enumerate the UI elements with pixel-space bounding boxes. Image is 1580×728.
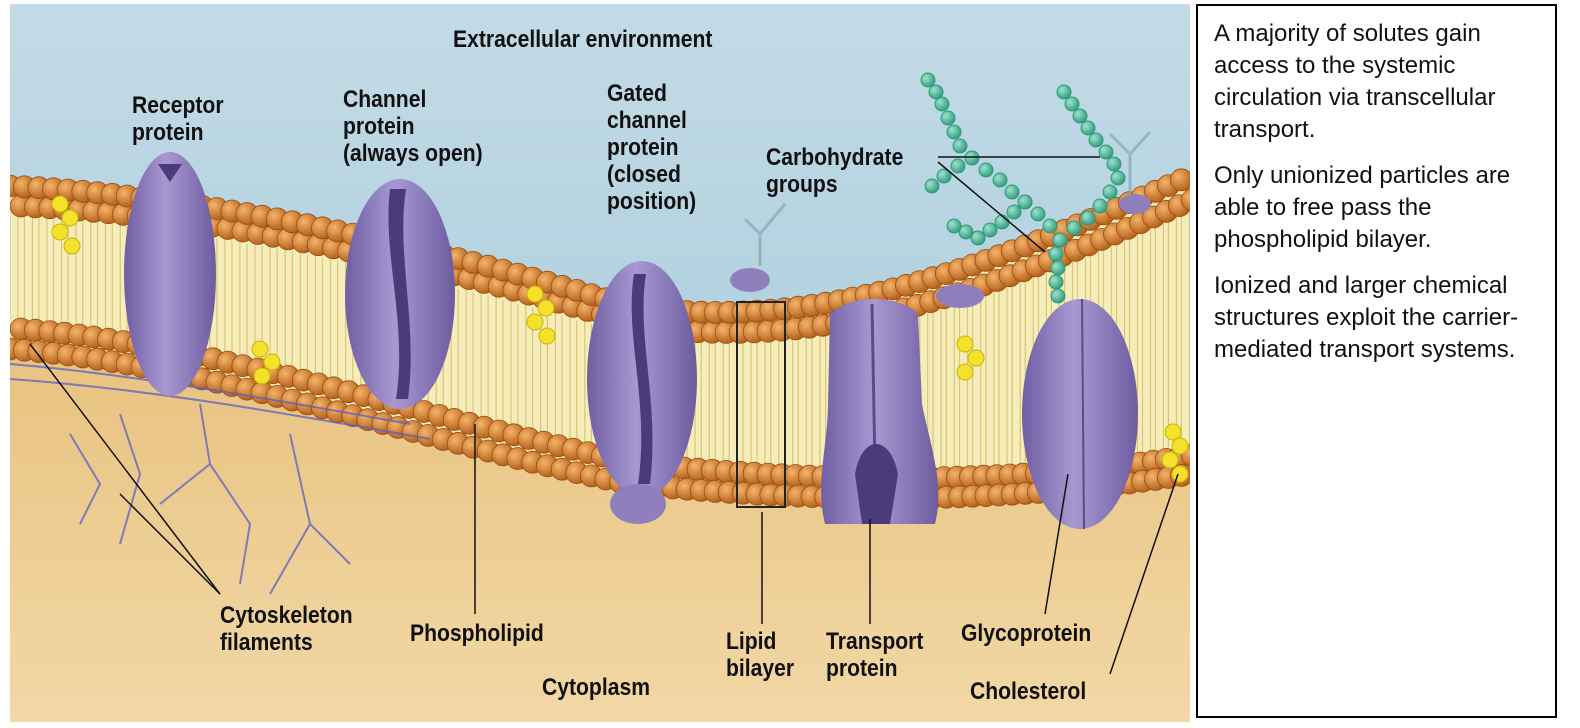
label-channel-protein: Channel protein (always open) [343, 86, 483, 167]
glycolipid-sugar [743, 130, 1152, 266]
sugar-unit [1017, 194, 1033, 210]
membrane-illustration [10, 4, 1190, 722]
sugar-unit [1080, 120, 1096, 136]
sugar-unit [1066, 220, 1082, 236]
sugar-unit [1048, 246, 1064, 262]
sugar-unit [1006, 204, 1022, 220]
sugar-unit [934, 96, 950, 112]
cytoplasm-region [10, 344, 1190, 722]
sugar-unit [1064, 96, 1080, 112]
cell-membrane-diagram: Extracellular environment Receptor prote… [10, 4, 1190, 722]
sugar-unit [1072, 108, 1088, 124]
sugar-unit [920, 72, 936, 88]
label-glycoprotein: Glycoprotein [961, 620, 1092, 647]
sugar-unit [1102, 184, 1118, 200]
notes-textbox [1196, 4, 1557, 718]
sugar-unit [1110, 170, 1126, 186]
sugar-unit [1048, 274, 1064, 290]
peripheral-protein [730, 268, 770, 292]
note-paragraph-3: Ionized and larger chemical structures e… [1214, 272, 1519, 363]
label-transport-protein: Transport protein [826, 628, 924, 682]
note-paragraph-2: Only unionized particles are able to fre… [1214, 162, 1511, 253]
cholesterol-molecules [51, 195, 1189, 483]
notes-text: A majority of solutes gain access to the… [1214, 18, 1544, 380]
sugar-unit [1042, 218, 1058, 234]
lipid-bilayer-box [736, 301, 786, 508]
sugar-unit [946, 124, 962, 140]
peripheral-protein [936, 284, 984, 308]
channel-protein-shape [345, 179, 455, 409]
cytoskeleton-filaments [10, 363, 431, 595]
sugar-unit [1030, 206, 1046, 222]
receptor-protein-shape [124, 152, 216, 396]
sugar-unit [950, 158, 966, 174]
sugar-unit [958, 224, 974, 240]
gated-channel-protein-shape [587, 261, 697, 524]
phospholipid-head [1181, 188, 1190, 211]
sugar-unit [982, 222, 998, 238]
note-paragraph-1: A majority of solutes gain access to the… [1214, 20, 1496, 143]
sugar-unit [940, 110, 956, 126]
sugar-unit [924, 178, 940, 194]
label-receptor-protein: Receptor protein [132, 92, 224, 146]
label-cytoplasm: Cytoplasm [542, 674, 650, 701]
sugar-unit [1092, 198, 1108, 214]
peripheral-protein [1119, 194, 1151, 214]
sugar-unit [1080, 210, 1096, 226]
sugar-unit [1050, 260, 1066, 276]
sugar-unit [992, 172, 1008, 188]
sugar-unit [1098, 144, 1114, 160]
sugar-unit [1056, 84, 1072, 100]
sugar-unit [970, 230, 986, 246]
transport-protein-shape [821, 299, 939, 525]
label-gated-channel-protein: Gated channel protein (closed position) [607, 80, 697, 215]
sugar-unit [936, 168, 952, 184]
sugar-unit [952, 138, 968, 154]
sugar-unit [928, 84, 944, 100]
sugar-unit [994, 214, 1010, 230]
label-lipid-bilayer: Lipid bilayer [726, 628, 795, 682]
label-phospholipid: Phospholipid [410, 620, 544, 647]
sugar-unit [978, 162, 994, 178]
carbohydrate-chains [920, 72, 1126, 304]
sugar-unit [1052, 232, 1068, 248]
label-carbohydrate-groups: Carbohydrate groups [766, 144, 904, 198]
sugar-unit [964, 150, 980, 166]
sugar-unit [1050, 288, 1066, 304]
leader-lines [29, 156, 1179, 675]
label-cytoskeleton-filaments: Cytoskeleton filaments [220, 602, 353, 656]
sugar-unit [946, 218, 962, 234]
sugar-unit [1004, 184, 1020, 200]
label-cholesterol: Cholesterol [970, 678, 1087, 705]
glycoprotein-shape [1022, 298, 1138, 530]
sugar-unit [1106, 156, 1122, 172]
sugar-unit [1088, 132, 1104, 148]
label-extracellular-environment: Extracellular environment [453, 26, 713, 53]
phospholipid-head [1170, 168, 1190, 192]
